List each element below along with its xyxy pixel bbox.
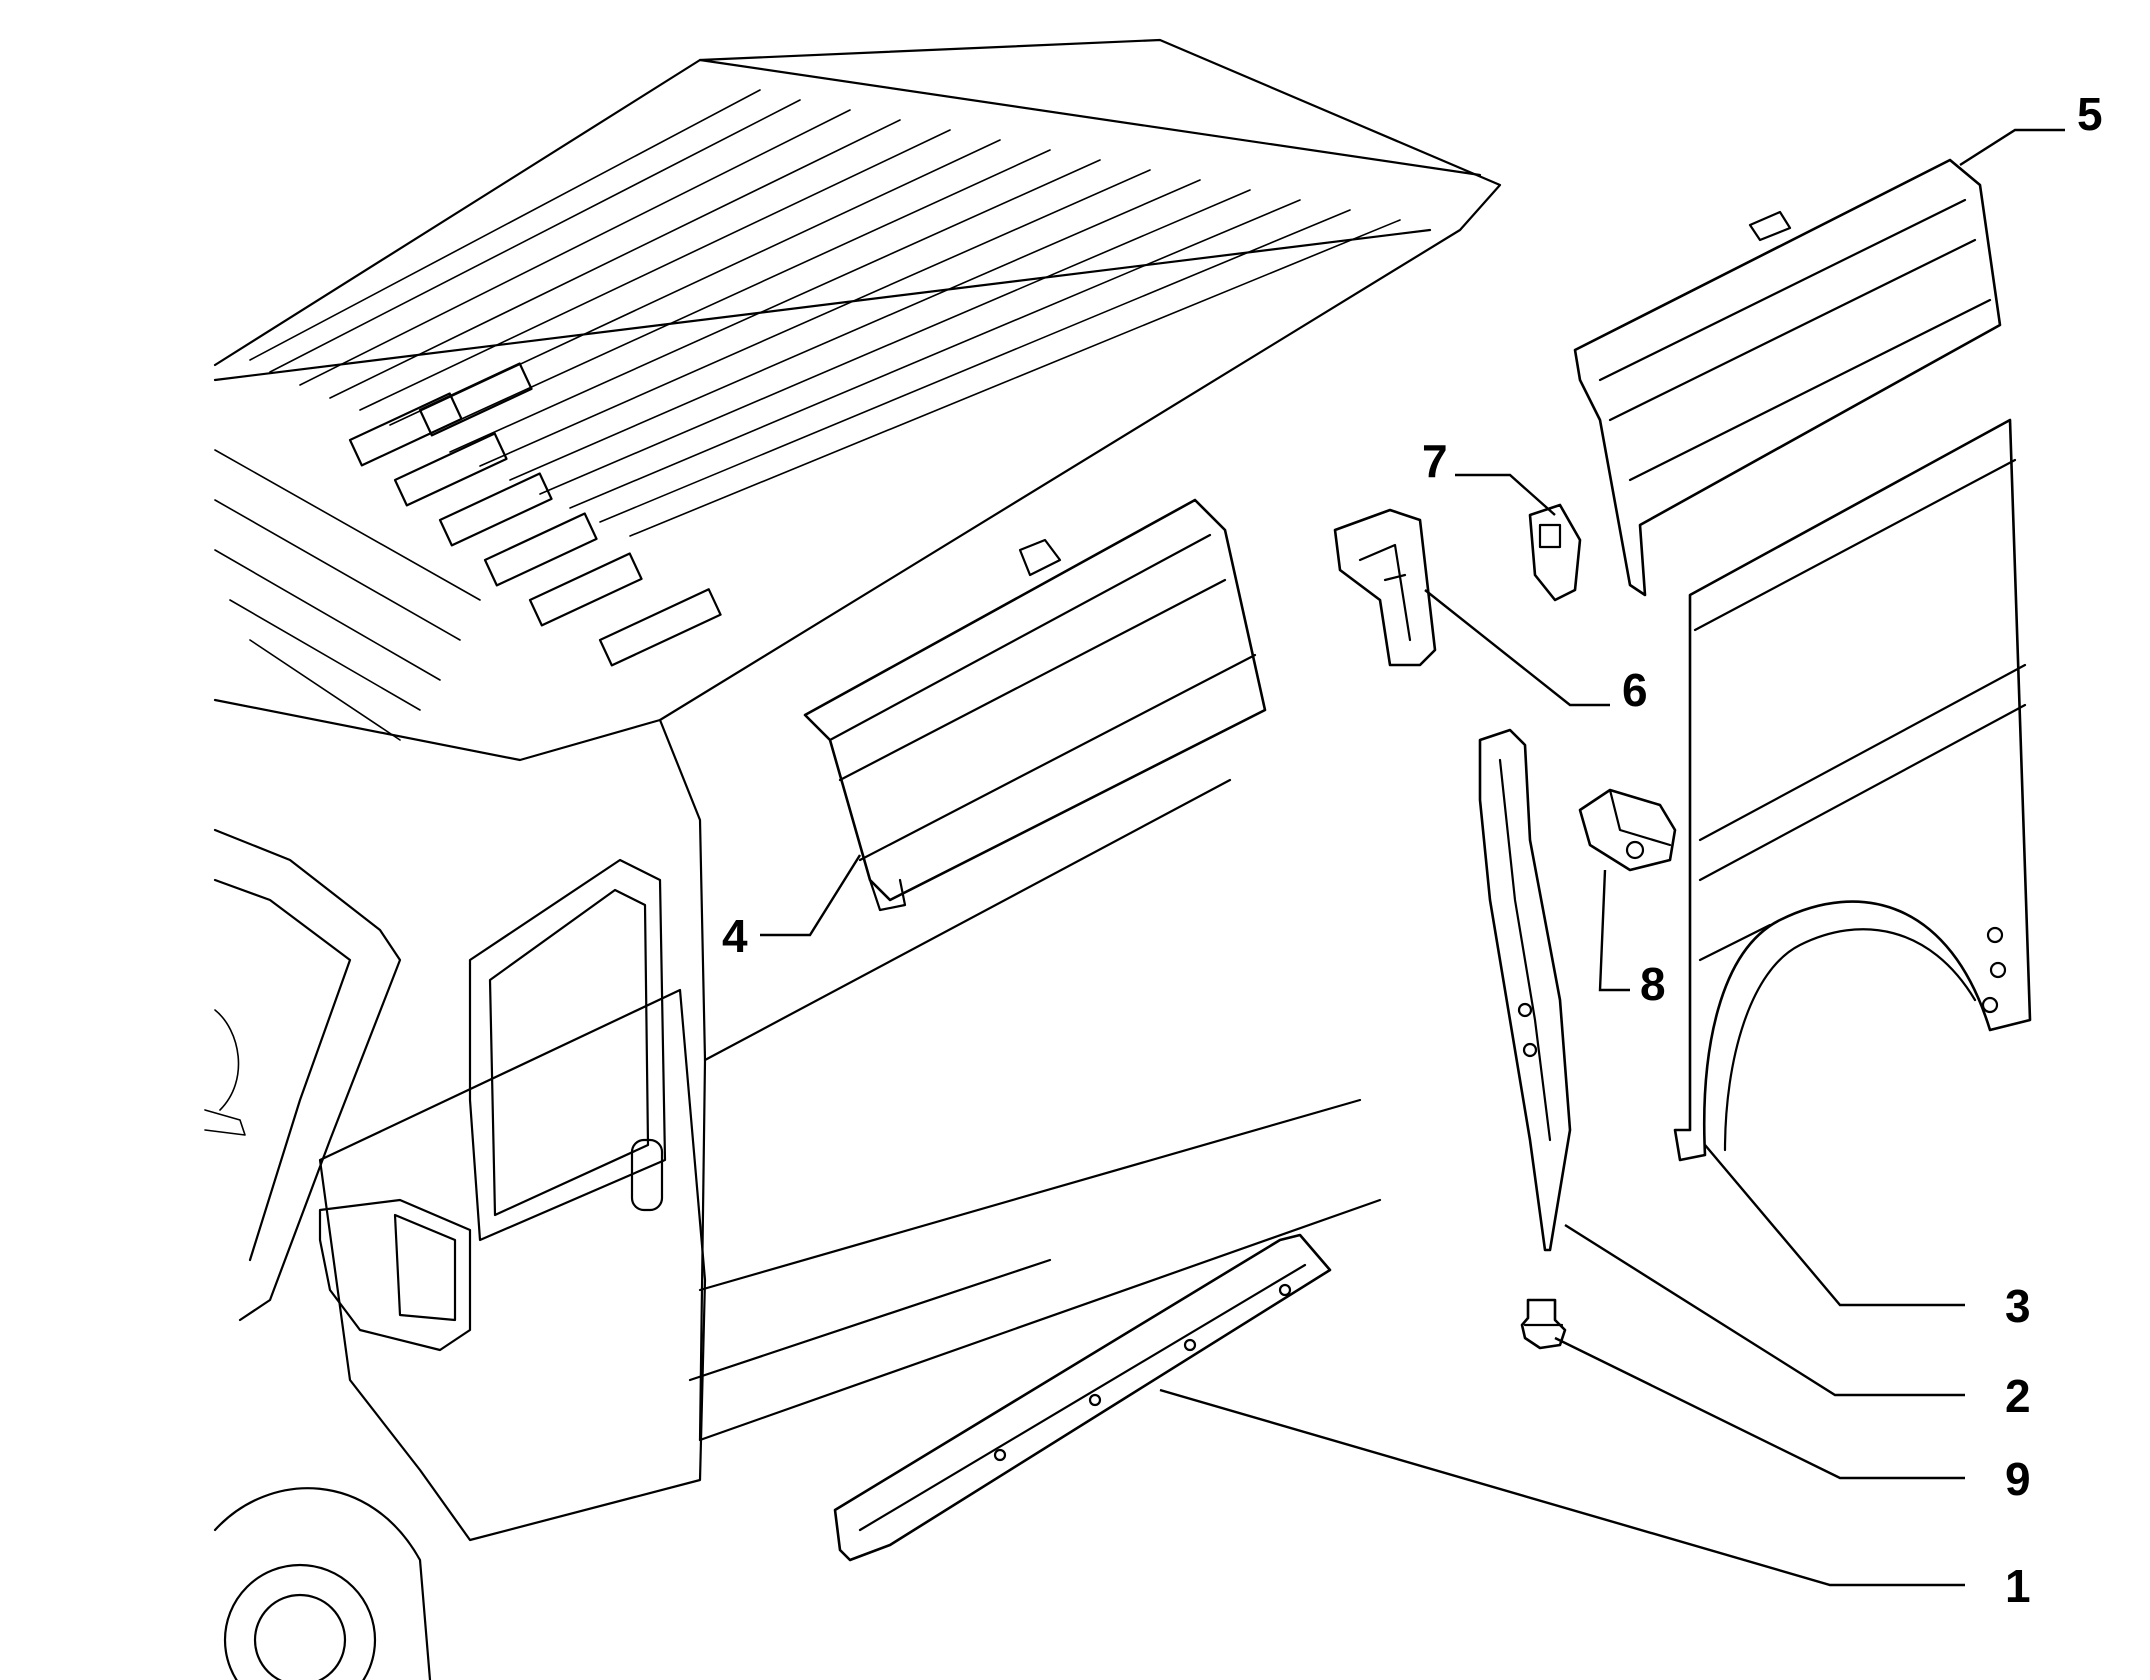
leader-lines [760, 128, 2065, 1587]
van-body-drawing [204, 38, 1502, 1680]
leader-8 [1598, 869, 1630, 992]
callout-4: 4 [722, 910, 748, 962]
callout-6: 6 [1622, 664, 1648, 716]
leader-6 [1424, 589, 1610, 707]
leader-7 [1455, 473, 1556, 516]
leader-9 [1554, 1336, 1965, 1480]
part-2-pillar-reinforcement [1478, 728, 1572, 1252]
part-6-pillar-bracket [1333, 508, 1437, 667]
leader-5 [1959, 128, 2065, 167]
leader-3 [1704, 1144, 1965, 1307]
part-9-fastener [1520, 1298, 1567, 1350]
part-5-side-panel-upper-rear [1573, 158, 2002, 597]
part-8-block-bracket [1578, 788, 1677, 872]
callout-7: 7 [1422, 435, 1448, 487]
callout-5: 5 [2077, 88, 2103, 140]
roof-boxes [348, 362, 722, 667]
callout-8: 8 [1640, 958, 1666, 1010]
callout-labels: 1 2 3 4 5 6 7 8 9 [722, 88, 2103, 1612]
part-3-rear-side-panel [1673, 418, 2032, 1162]
part-4-side-panel-upper-front [803, 498, 1267, 912]
roof-ribs [214, 89, 1401, 741]
leader-2 [1564, 1223, 1965, 1397]
callout-9: 9 [2005, 1453, 2031, 1505]
leader-1 [1159, 1388, 1965, 1587]
part-7-small-bracket [1528, 503, 1582, 602]
callout-1: 1 [2005, 1560, 2031, 1612]
leader-4 [760, 854, 862, 937]
part-1-sill-panel [833, 1233, 1332, 1562]
callout-2: 2 [2005, 1370, 2031, 1422]
callout-3: 3 [2005, 1280, 2031, 1332]
